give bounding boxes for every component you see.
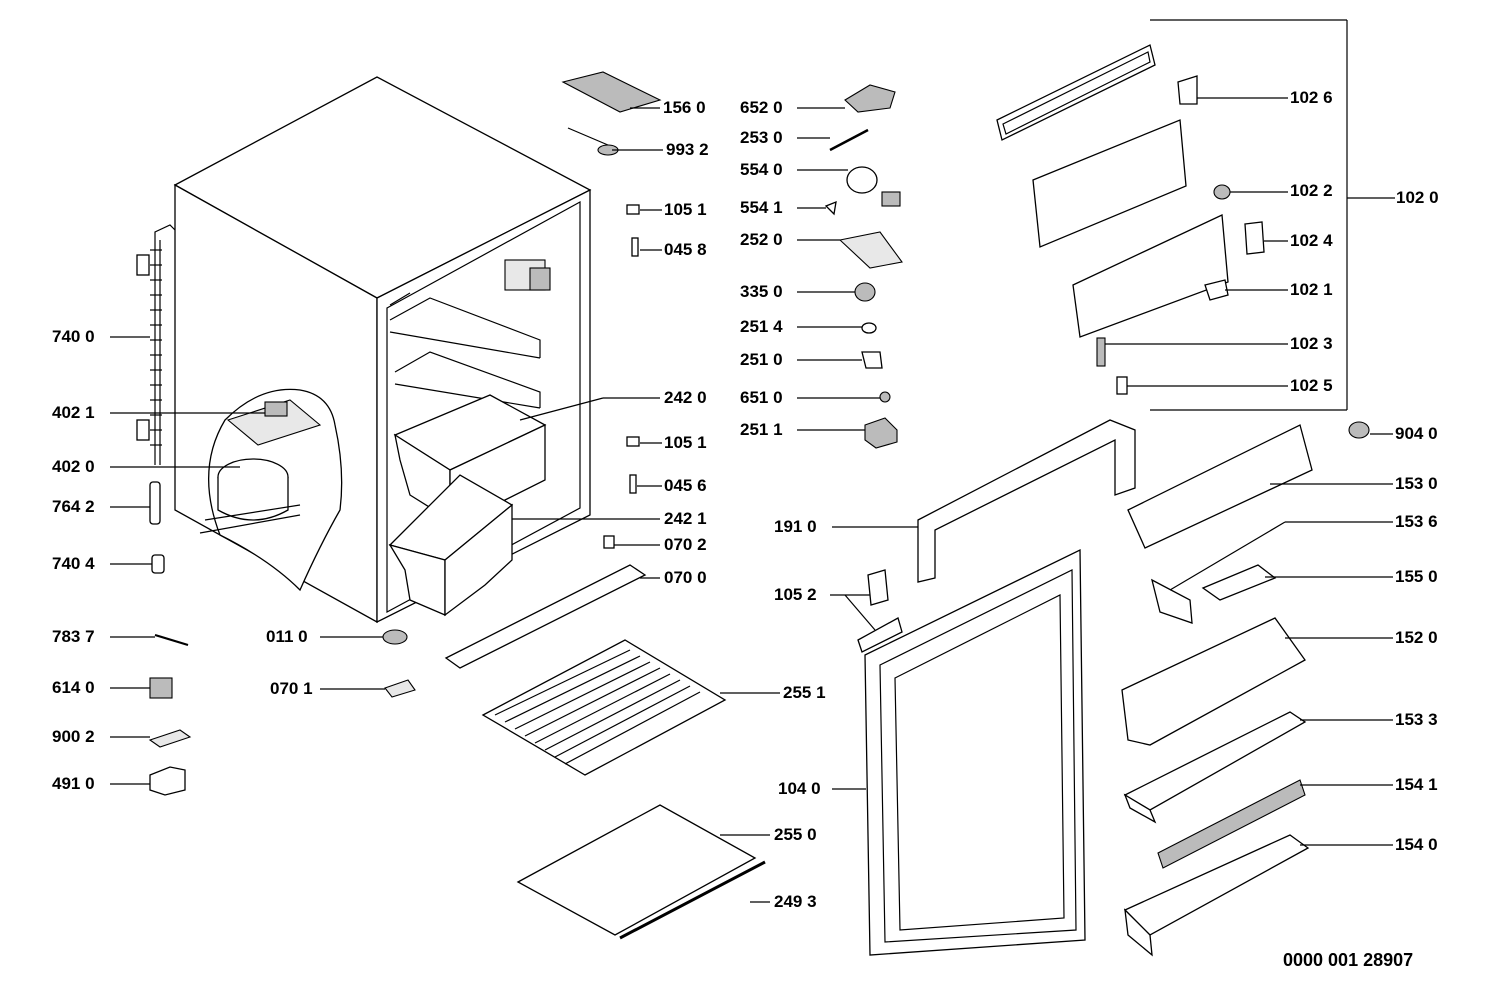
label-335-0: 335 0 [740, 282, 783, 301]
compressor-detail [199, 388, 343, 592]
label-153-6: 153 6 [1395, 512, 1438, 531]
label-554-1: 554 1 [740, 198, 783, 217]
label-102-6: 102 6 [1290, 88, 1333, 107]
crisper-drawers [388, 394, 547, 617]
label-242-0: 242 0 [664, 388, 707, 407]
label-153-3: 153 3 [1395, 710, 1438, 729]
label-255-0: 255 0 [774, 825, 817, 844]
label-105-1-bottom: 105 1 [664, 433, 707, 452]
label-764-2: 764 2 [52, 497, 95, 516]
label-554-0: 554 0 [740, 160, 783, 179]
label-045-6: 045 6 [664, 476, 707, 495]
label-904-0: 904 0 [1395, 424, 1438, 443]
door-parts [857, 419, 1136, 956]
label-070-2: 070 2 [664, 535, 707, 554]
label-045-8: 045 8 [664, 240, 707, 259]
label-104-0: 104 0 [778, 779, 821, 798]
label-252-0: 252 0 [740, 230, 783, 249]
label-740-4: 740 4 [52, 554, 95, 573]
label-102-3: 102 3 [1290, 334, 1333, 353]
label-102-2: 102 2 [1290, 181, 1333, 200]
label-156-0: 156 0 [663, 98, 706, 117]
label-102-1: 102 1 [1290, 280, 1333, 299]
label-070-1: 070 1 [270, 679, 313, 698]
label-402-1: 402 1 [52, 403, 95, 422]
label-152-0: 152 0 [1395, 628, 1438, 647]
label-070-0: 070 0 [664, 568, 707, 587]
label-105-2: 105 2 [774, 585, 817, 604]
small-parts-left [148, 481, 416, 796]
label-783-7: 783 7 [52, 627, 95, 646]
label-251-4: 251 4 [740, 317, 783, 336]
shelf-parts [444, 564, 766, 940]
label-153-0: 153 0 [1395, 474, 1438, 493]
door-shelves [1121, 424, 1313, 957]
label-614-0: 614 0 [52, 678, 95, 697]
label-105-1-top: 105 1 [664, 200, 707, 219]
label-253-0: 253 0 [740, 128, 783, 147]
label-251-0: 251 0 [740, 350, 783, 369]
label-652-0: 652 0 [740, 98, 783, 117]
label-491-0: 491 0 [52, 774, 95, 793]
label-102-0: 102 0 [1396, 188, 1439, 207]
small-parts-middle [824, 84, 903, 449]
label-155-0: 155 0 [1395, 567, 1438, 586]
label-154-0: 154 0 [1395, 835, 1438, 854]
label-402-0: 402 0 [52, 457, 95, 476]
label-651-0: 651 0 [740, 388, 783, 407]
label-255-1: 255 1 [783, 683, 826, 702]
small-parts-top [561, 71, 662, 549]
label-011-0: 011 0 [266, 627, 308, 646]
freezer-compartment-group [996, 44, 1370, 439]
label-102-5: 102 5 [1290, 376, 1333, 395]
label-102-4: 102 4 [1290, 231, 1333, 250]
label-242-1: 242 1 [664, 509, 707, 528]
label-900-2: 900 2 [52, 727, 95, 746]
label-993-2: 993 2 [666, 140, 709, 159]
label-154-1: 154 1 [1395, 775, 1438, 794]
label-191-0: 191 0 [774, 517, 817, 536]
document-number: 0000 001 28907 [1283, 950, 1414, 970]
condenser-coil [136, 224, 176, 465]
leader-lines [110, 19, 1395, 903]
label-740-0: 740 0 [52, 327, 95, 346]
label-249-3: 249 3 [774, 892, 817, 911]
label-251-1: 251 1 [740, 420, 783, 439]
